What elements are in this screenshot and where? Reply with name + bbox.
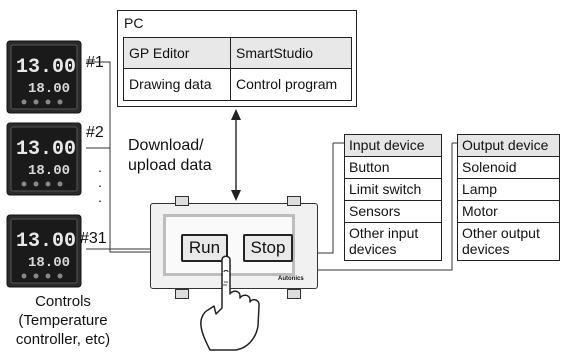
continuation-dots: . . .: [95, 160, 105, 205]
hmi-clip-bottom-right: [287, 289, 301, 299]
pc-grid: GP Editor SmartStudio Drawing data Contr…: [123, 37, 352, 101]
output-device-item-solenoid: Solenoid: [458, 157, 559, 179]
controller-31-display-bottom: 18.00: [28, 255, 70, 271]
hmi-clip-top-right: [287, 196, 301, 206]
drawing-data-cell: Drawing data: [124, 69, 231, 100]
controller-1: 13.00 18.00: [6, 40, 82, 114]
transfer-label-line2: upload data: [128, 157, 212, 174]
hmi-brand: Autonics: [278, 276, 304, 282]
controller-2-display-top: 13.00: [16, 138, 76, 161]
controls-caption: Controls (Temperature controller, etc): [0, 292, 126, 349]
input-device-header: Input device: [345, 135, 441, 157]
controls-caption-line2: (Temperature: [18, 312, 108, 329]
output-device-item-other: Other output devices: [458, 223, 559, 259]
controller-2-label: #2: [86, 124, 104, 141]
input-device-list: Input device Button Limit switch Sensors…: [344, 134, 442, 261]
controller-31: 13.00 18.00: [6, 214, 82, 288]
continuation-dots-text: . . .: [98, 159, 102, 205]
controller-1-display-top: 13.00: [16, 56, 76, 79]
transfer-label: Download/ upload data: [128, 136, 212, 176]
output-device-item-other-line2: devices: [462, 241, 510, 257]
input-device-item-sensors: Sensors: [345, 201, 441, 223]
control-program-cell: Control program: [236, 76, 338, 92]
controls-caption-line3: controller, etc): [15, 331, 111, 348]
output-device-item-lamp: Lamp: [458, 179, 559, 201]
transfer-label-line1: Download/: [128, 137, 204, 154]
controller-2-display-bottom: 18.00: [28, 163, 70, 179]
pc-box: PC GP Editor SmartStudio Drawing data Co…: [117, 10, 357, 107]
controller-31-display-top: 13.00: [16, 230, 76, 253]
input-device-item-other-line2: devices: [349, 241, 397, 257]
output-device-item-motor: Motor: [458, 201, 559, 223]
hmi-clip-bottom-left: [175, 289, 189, 299]
controller-31-label: #31: [80, 230, 107, 247]
arrow-down-icon: [231, 190, 241, 201]
controller-1-label: #1: [86, 54, 104, 71]
pointing-hand-icon: [200, 255, 260, 351]
controller-1-line: [86, 61, 150, 253]
stop-button[interactable]: Stop: [243, 234, 293, 262]
controller-1-display-bottom: 18.00: [28, 81, 70, 97]
output-device-line: [318, 143, 453, 271]
run-button[interactable]: Run: [181, 234, 228, 262]
output-device-item-other-line1: Other output: [462, 225, 540, 241]
hmi-clip-top-left: [175, 196, 189, 206]
input-device-item-button: Button: [345, 157, 441, 179]
input-device-line: [318, 143, 334, 254]
gp-editor-cell: GP Editor: [124, 38, 231, 69]
smartstudio-cell: SmartStudio: [231, 38, 351, 69]
output-device-list: Output device Solenoid Lamp Motor Other …: [457, 134, 560, 261]
input-device-item-other: Other input devices: [345, 223, 441, 259]
output-device-header: Output device: [458, 135, 559, 157]
controls-caption-line1: Controls: [35, 293, 91, 310]
pc-title: PC: [124, 15, 144, 31]
arrow-up-icon: [231, 109, 241, 120]
input-device-item-limit-switch: Limit switch: [345, 179, 441, 201]
controller-2: 13.00 18.00: [6, 122, 82, 196]
input-device-item-other-line1: Other input: [349, 225, 419, 241]
